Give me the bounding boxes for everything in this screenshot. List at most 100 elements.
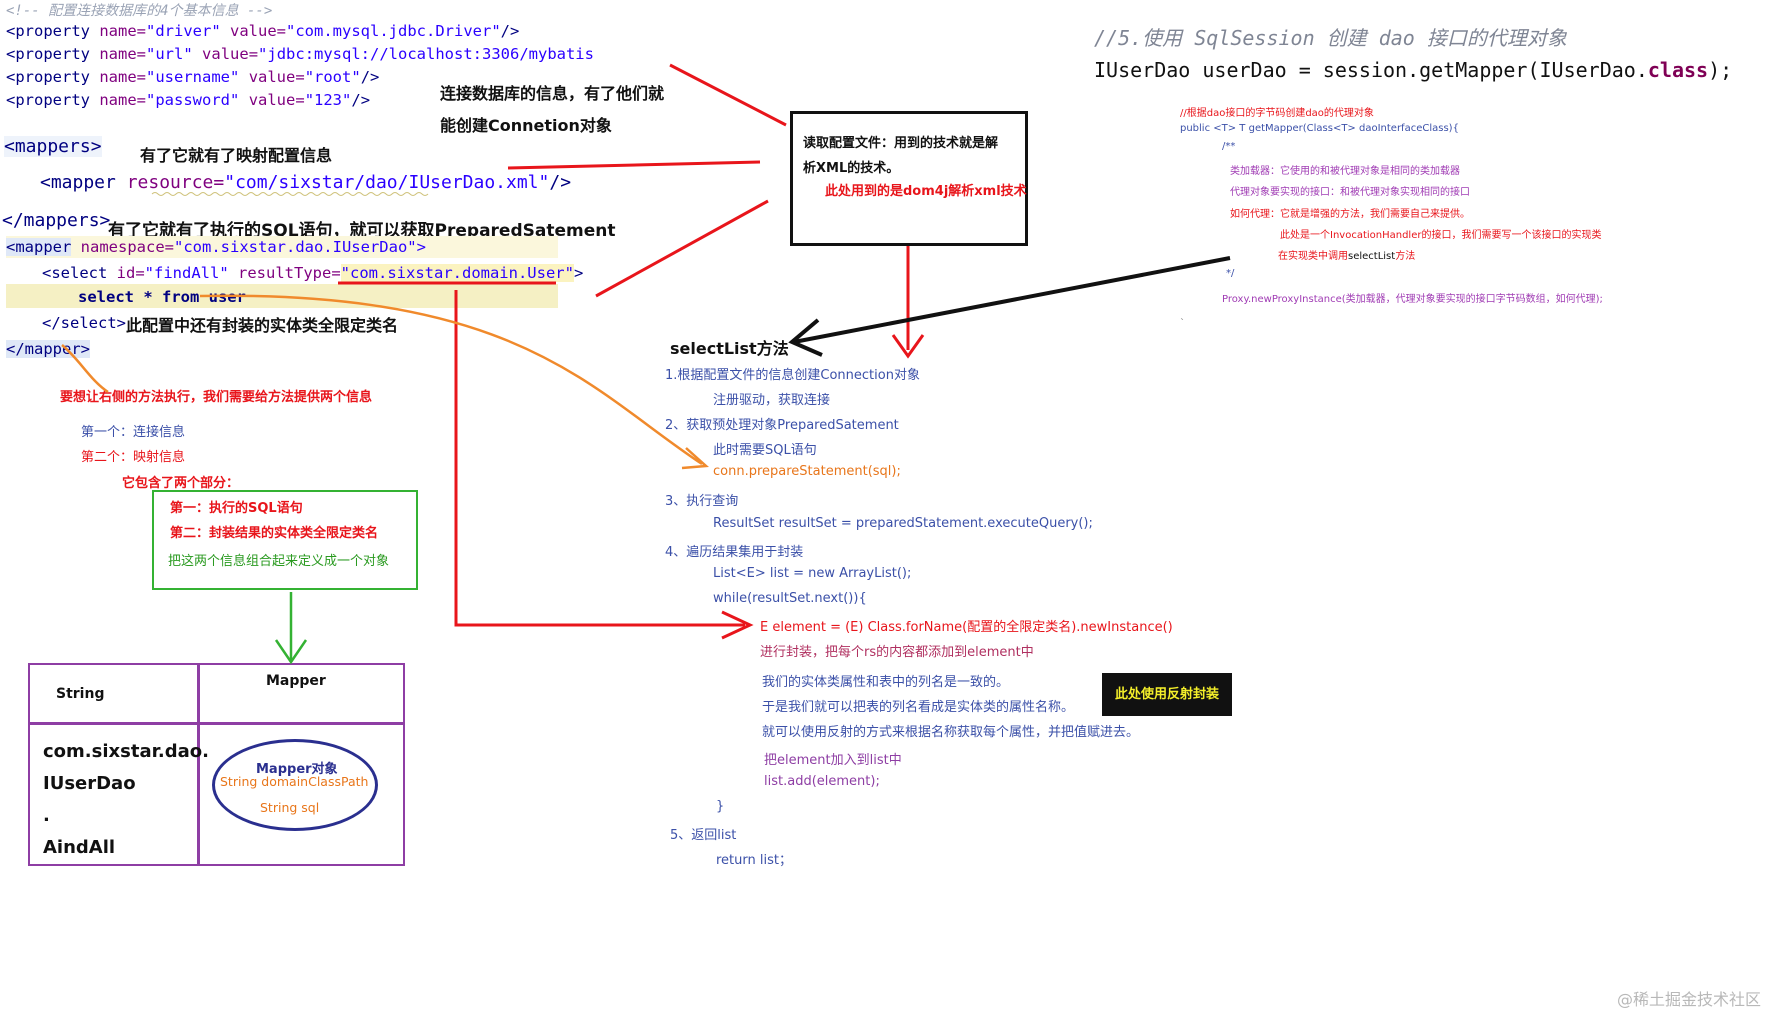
step-4d: 进行封装，把每个rs的内容都添加到element中 (760, 645, 1034, 660)
proxy-comment: //根据dao接口的字节码创建dao的代理对象 (1180, 108, 1374, 119)
attr-value: "driver" (146, 22, 221, 40)
mappers-note: 有了它就有了映射配置信息 (140, 146, 333, 165)
step-4h: 把element加入到list中 (764, 753, 902, 768)
proxy-doc-open: /** (1222, 141, 1236, 152)
step-4e: 我们的实体类属性和表中的列名是一致的。 (762, 675, 1010, 690)
attr-name: name= (99, 45, 147, 63)
config-comment: <!-- 配置连接数据库的4个基本信息 --> (6, 3, 273, 19)
proxy-new-instance: Proxy.newProxyInstance(类加载器，代理对象要实现的接口字节… (1222, 294, 1603, 305)
reflect-badge: 此处使用反射封装 (1102, 673, 1232, 716)
mapper-object-title: Mapper对象 (256, 762, 338, 777)
stray-mark: ` (1180, 318, 1185, 329)
mapper-close-tag: </mapper> (6, 340, 90, 358)
attr-name: namespace= (80, 238, 174, 256)
key-header: String (56, 686, 105, 702)
proxy-doc-close: */ (1226, 268, 1235, 279)
parse-line-3: 此处用到的是dom4j解析xml技术 (825, 184, 1027, 199)
property-tag: <property (6, 45, 90, 63)
select-line: <select id="findAll" resultType="com.six… (42, 264, 583, 282)
attr-name: value= (248, 68, 305, 86)
attr-name: value= (248, 91, 305, 109)
key-line: com.sixstar.dao. (43, 741, 209, 762)
sql-field: String sql (260, 800, 320, 815)
mapper-xml-bg (6, 236, 558, 258)
step-4: 4、遍历结果集用于封装 (665, 545, 804, 560)
attr-value: "url" (146, 45, 193, 63)
proxy-signature: public <T> T getMapper(Class<T> daoInter… (1180, 123, 1459, 134)
proxy-arrow-head (788, 318, 823, 357)
step-4g: 就可以使用反射的方式来根据名称获取每个属性，并把值赋进去。 (762, 725, 1140, 740)
step-5a: return list； (716, 853, 792, 868)
tag-end: /> (351, 91, 371, 109)
step-1: 1.根据配置文件的信息创建Connection对象 (665, 368, 920, 383)
property-row: <property name="username" value="root"/> (6, 66, 594, 89)
property-row: <property name="driver" value="com.mysql… (6, 20, 594, 43)
attr-value: "com/sixstar/dao/IUserDao.xml" (224, 172, 550, 193)
resource-underline (151, 192, 429, 196)
attr-name: name= (99, 68, 147, 86)
parse-line-1: 读取配置文件：用到的技术就是解 (803, 136, 999, 151)
attr-name: name= (99, 22, 147, 40)
sql-text: select * from user (78, 288, 246, 306)
property-row: <property name="password" value="123"/> (6, 89, 594, 112)
mapper-tag: <mapper (40, 172, 116, 193)
tag-end: /> (500, 22, 520, 40)
property-list: <property name="driver" value="com.mysql… (6, 20, 594, 112)
step-3a: ResultSet resultSet = preparedStatement.… (713, 516, 1093, 531)
attr-value: "findAll" (144, 264, 229, 282)
part1: 第一：执行的SQL语句 (170, 501, 303, 516)
key-line: . (43, 805, 50, 826)
code-keyword: class (1647, 58, 1709, 82)
red-connector (595, 199, 769, 298)
select-close-tag: </select> (42, 314, 126, 332)
combine-note: 把这两个信息组合起来定义成一个对象 (168, 554, 390, 569)
step-2b: conn.prepareStatement(sql); (713, 464, 901, 479)
property-tag: <property (6, 68, 90, 86)
attr-value: "com.mysql.jdbc.Driver" (286, 22, 501, 40)
key-string: com.sixstar.dao. IUserDao . AindAll (43, 736, 209, 864)
attr-value: "root" (304, 68, 361, 86)
step-2a: 此时需要SQL语句 (713, 443, 817, 458)
proxy-doc-line: 如何代理：它就是增强的方法，我们需要自己来提供。 (1230, 209, 1470, 220)
sql-orange-arrow (199, 294, 703, 466)
attr-value: "password" (146, 91, 240, 109)
step-4f: 于是我们就可以把表的列名看成是实体类的属性名称。 (762, 700, 1075, 715)
mapper-orange-curve (61, 344, 109, 394)
attr-value: "jdbc:mysql://localhost:3306/mybatis (258, 45, 594, 63)
step-1a: 注册驱动，获取连接 (713, 393, 831, 408)
need-two-note: 要想让右侧的方法执行，我们需要给方法提供两个信息 (60, 390, 373, 405)
tag-end: > (573, 264, 584, 282)
sql-orange-arrow-head (681, 447, 709, 470)
first-info: 第一个：连接信息 (81, 425, 186, 440)
mapper-namespace-line: <mapper namespace="com.sixstar.dao.IUser… (6, 238, 426, 256)
key-line: AindAll (43, 837, 116, 858)
step-5: 5、返回list (670, 828, 737, 843)
proxy-text: 在实现类中调用 (1278, 251, 1348, 262)
step-4a: List<E> list = new ArrayList(); (713, 566, 912, 581)
proxy-doc-line: 在实现类中调用selectList方法 (1278, 247, 1415, 262)
tag-end: /> (360, 68, 380, 86)
class-name-arrow (454, 290, 745, 627)
step-4b: while(resultSet.next()){ (713, 591, 867, 606)
info-box (152, 490, 418, 590)
mappers-close-tag: </mappers> (2, 210, 111, 231)
proxy-method: selectList (1348, 251, 1396, 262)
attr-name: id= (116, 264, 145, 282)
property-tag: <property (6, 22, 90, 40)
attr-name: resource= (126, 172, 225, 193)
code-part: ); (1708, 58, 1733, 82)
attr-value: "123" (304, 91, 352, 109)
step-2: 2、获取预处理对象PreparedSatement (665, 418, 899, 433)
conn-note-1: 连接数据库的信息，有了他们就 (440, 84, 665, 103)
property-tag: <property (6, 91, 90, 109)
proxy-doc-line: 此处是一个InvocationHandler的接口，我们需要写一个该接口的实现类 (1280, 230, 1602, 241)
attr-value: "com.sixstar.dao.IUserDao"> (174, 238, 426, 256)
top-comment: //5.使用 SqlSession 创建 dao 接口的代理对象 (1094, 26, 1567, 50)
code-part: IUserDao userDao = session.getMapper(IUs… (1094, 58, 1648, 82)
step-4i: list.add(element); (764, 774, 880, 789)
tag-end: /> (549, 172, 572, 193)
proxy-text: 方法 (1395, 251, 1416, 262)
conn-note-2: 能创建Connetion对象 (440, 116, 612, 135)
second-info: 第二个：映射信息 (81, 450, 186, 465)
